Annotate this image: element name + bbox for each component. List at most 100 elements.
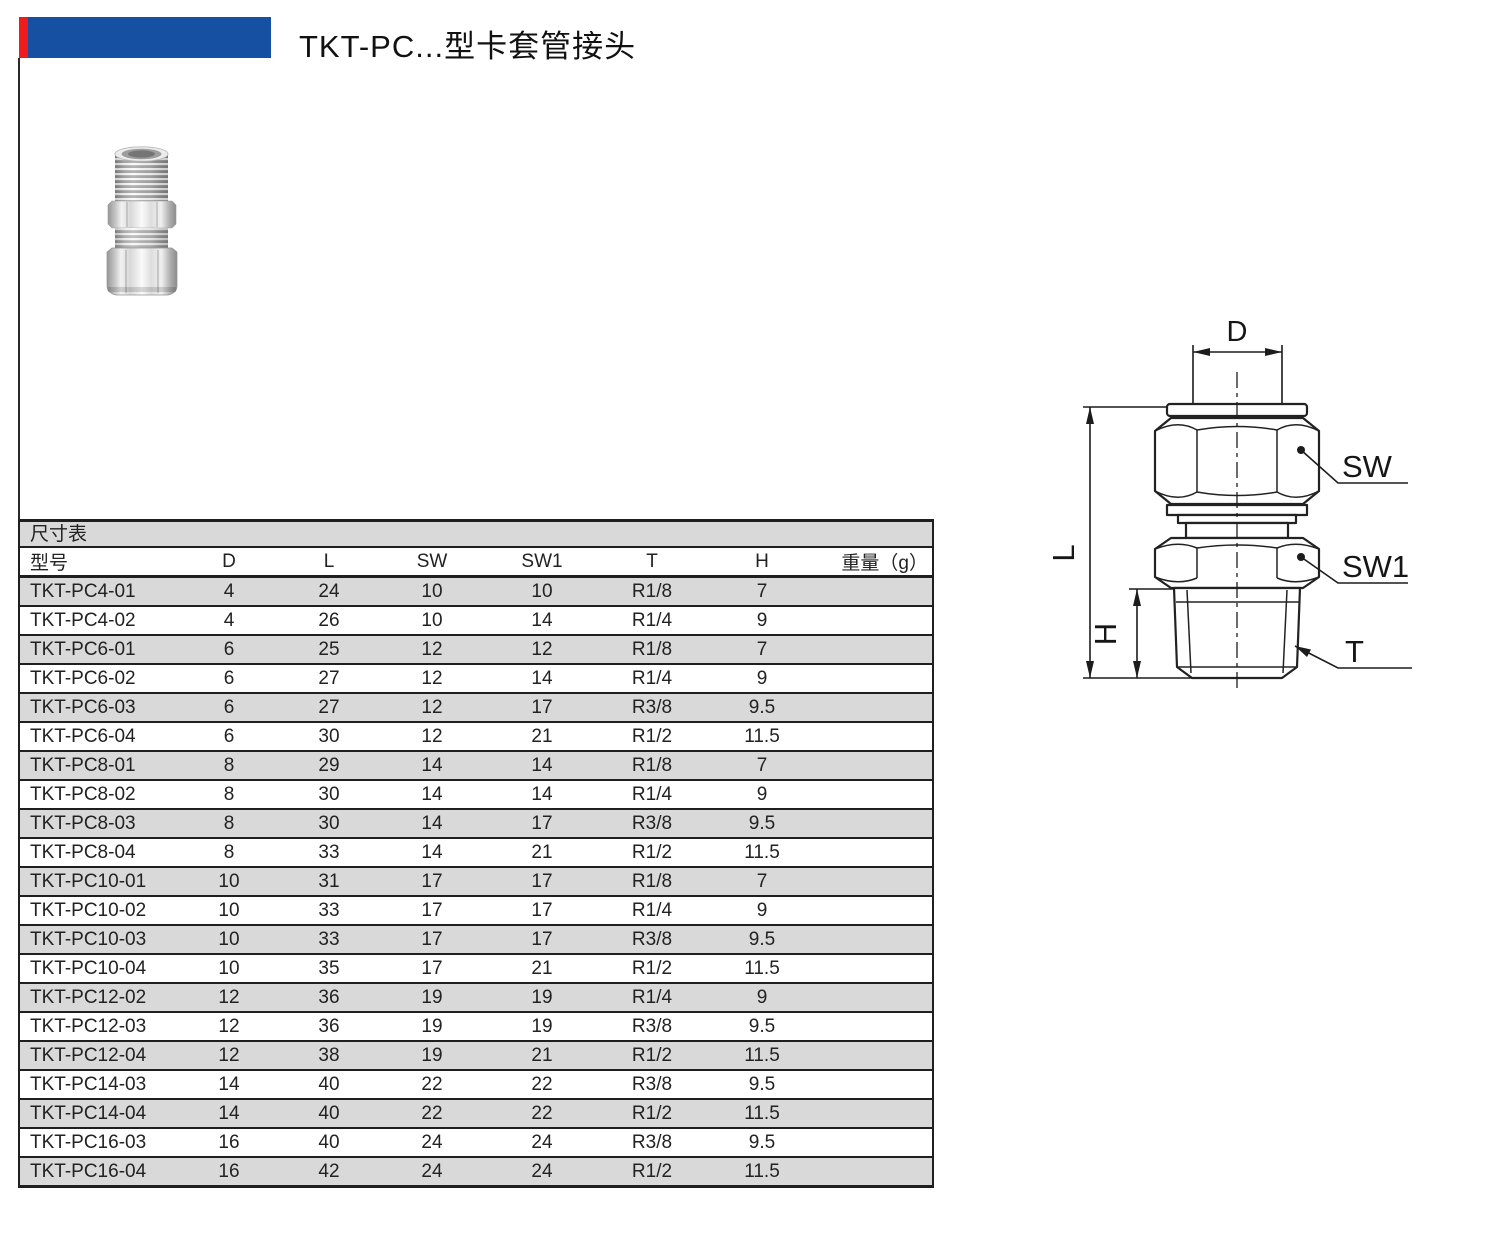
table-cell	[820, 664, 932, 694]
table-cell	[820, 780, 932, 810]
table-cell: TKT-PC14-04	[20, 1099, 180, 1129]
table-cell: 10	[380, 606, 484, 636]
table-cell: R1/2	[631, 1161, 673, 1182]
table-cell: 36	[278, 1012, 380, 1042]
column-header-7: 重量（g）	[820, 548, 932, 578]
table-cell: 17	[380, 925, 484, 955]
table-cell: 33	[278, 838, 380, 868]
table-cell: 6	[180, 664, 278, 694]
table-cell: 24	[421, 1161, 443, 1182]
table-cell: 21	[484, 1041, 600, 1071]
table-cell: 40	[278, 1128, 380, 1158]
table-cell	[820, 809, 932, 839]
table-cell: 16	[180, 1128, 278, 1158]
table-cell: 11.5	[704, 954, 820, 984]
table-cell	[820, 1099, 932, 1129]
table-cell: 6	[180, 635, 278, 665]
dim-label-sw: SW	[1342, 449, 1393, 484]
table-cell: TKT-PC6-02	[20, 664, 180, 694]
table-cell: R1/2	[600, 1099, 704, 1129]
table-cell: R3/8	[600, 1070, 704, 1100]
table-cell: 14	[484, 664, 600, 694]
table-cell: 4	[180, 606, 278, 636]
table-cell: 10	[484, 576, 600, 607]
table-cell: 27	[278, 664, 380, 694]
table-cell: 7	[704, 576, 820, 607]
table-cell: 14	[380, 838, 484, 868]
column-header-0: 型号	[20, 548, 180, 578]
table-cell: R1/4	[600, 606, 704, 636]
table-cell: R3/8	[600, 1012, 704, 1042]
table-cell: TKT-PC8-01	[20, 751, 180, 781]
table-cell: 12	[380, 664, 484, 694]
table-cell: 14	[380, 809, 484, 839]
table-cell: 17	[484, 809, 600, 839]
table-cell: 9.5	[704, 1012, 820, 1042]
table-cell: R1/8	[600, 751, 704, 781]
table-cell: TKT-PC4-02	[20, 606, 180, 636]
table-cell: 12	[180, 1012, 278, 1042]
table-cell: 14	[380, 780, 484, 810]
table-cell: TKT-PC16-04	[30, 1161, 147, 1182]
table-cell	[820, 576, 932, 607]
table-cell: 8	[180, 809, 278, 839]
table-cell: 8	[180, 838, 278, 868]
table-cell: 24	[484, 1128, 600, 1158]
leader-SW: SW	[1297, 446, 1408, 484]
table-cell: 7	[704, 867, 820, 897]
table-cell: R3/8	[600, 693, 704, 723]
table-cell: 10	[180, 925, 278, 955]
dim-label-t: T	[1345, 634, 1364, 669]
table-cell: 9.5	[704, 809, 820, 839]
table-cell: 17	[380, 867, 484, 897]
table-cell	[820, 983, 932, 1013]
table-cell: 9	[704, 983, 820, 1013]
table-cell: TKT-PC10-02	[20, 896, 180, 926]
table-cell: TKT-PC8-03	[20, 809, 180, 839]
table-cell	[820, 1157, 932, 1185]
leader-SW1: SW1	[1297, 549, 1409, 584]
table-cell: 19	[380, 1041, 484, 1071]
table-cell: 14	[484, 751, 600, 781]
table-cell	[820, 838, 932, 868]
table-cell: 22	[484, 1070, 600, 1100]
table-cell	[820, 751, 932, 781]
column-header-5: T	[600, 548, 704, 578]
table-cell: 33	[278, 896, 380, 926]
table-cell: R1/2	[600, 722, 704, 752]
table-cell: 17	[484, 867, 600, 897]
table-cell: 42	[318, 1161, 340, 1182]
table-cell: 30	[278, 809, 380, 839]
table-cell: 12	[484, 635, 600, 665]
table-cell	[820, 722, 932, 752]
table-cell: 30	[278, 722, 380, 752]
table-cell: TKT-PC6-01	[20, 635, 180, 665]
table-cell: 24	[278, 576, 380, 607]
table-cell: 10	[180, 896, 278, 926]
table-cell: 12	[380, 722, 484, 752]
table-cell: 10	[380, 576, 484, 607]
technical-drawing: D	[1050, 316, 1412, 692]
table-cell: R1/4	[600, 664, 704, 694]
table-cell: R1/2	[600, 954, 704, 984]
table-cell: 19	[484, 1012, 600, 1042]
dim-L: L	[1050, 406, 1192, 679]
table-cell: 26	[278, 606, 380, 636]
table-cell: R1/2	[600, 838, 704, 868]
table-cell: 7	[704, 751, 820, 781]
table-cell: 24	[531, 1161, 553, 1182]
dim-label-d: D	[1227, 316, 1248, 348]
